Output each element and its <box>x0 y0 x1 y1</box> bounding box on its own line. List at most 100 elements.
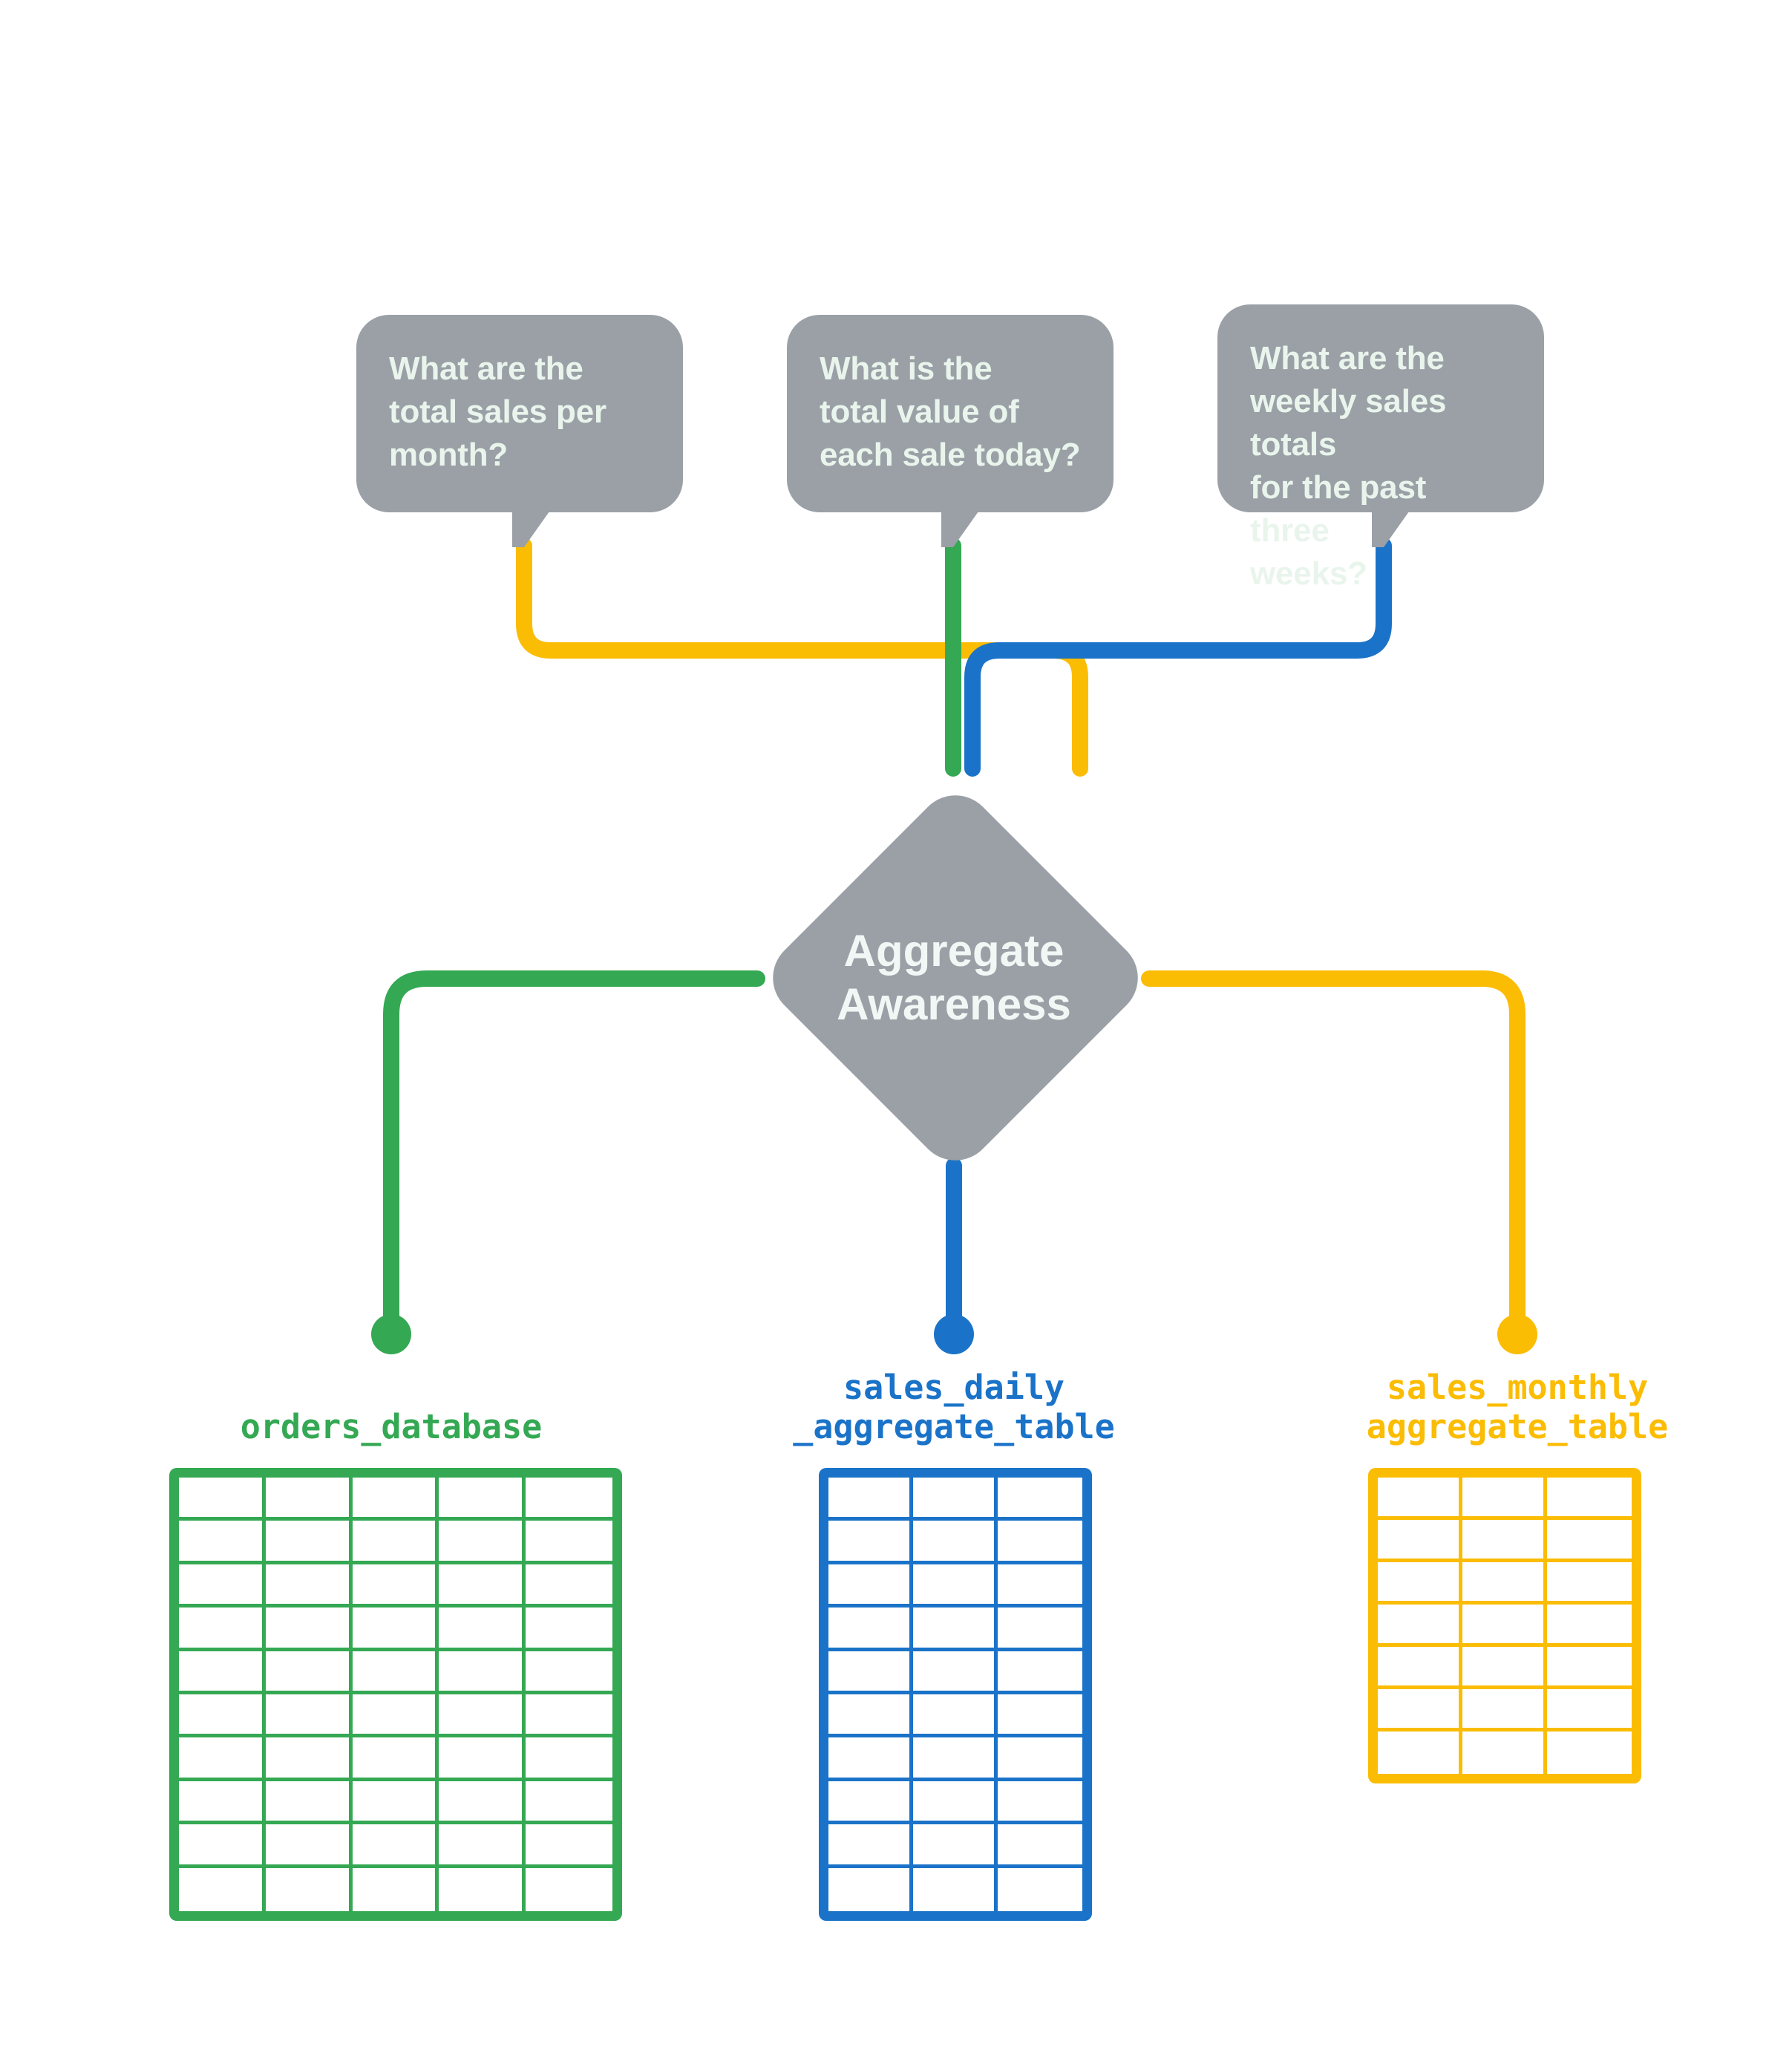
question-bubble-weekly-text: What are the weekly sales totals for the… <box>1250 340 1447 593</box>
table-cell <box>1378 1605 1462 1647</box>
table-cell <box>439 1737 526 1781</box>
table-cell <box>1462 1647 1547 1689</box>
table-cell <box>828 1867 913 1911</box>
question-bubble-weekly[interactable]: What are the weekly sales totals for the… <box>1217 304 1544 592</box>
question-bubble-monthly-tail <box>512 512 549 547</box>
table-cell <box>265 1824 353 1868</box>
table-cell <box>265 1521 353 1564</box>
table-cell <box>1462 1605 1547 1647</box>
table-cell <box>265 1694 353 1738</box>
table-sales-monthly-aggregate-table[interactable] <box>1368 1468 1641 1783</box>
table-cell <box>1547 1731 1632 1774</box>
table-cell <box>913 1694 998 1738</box>
caption-sales-daily-aggregate-table: sales_daily _aggregate_table <box>793 1368 1115 1447</box>
table-cell <box>265 1737 353 1781</box>
table-cell <box>179 1521 266 1564</box>
table-cell <box>1378 1689 1462 1731</box>
table-cell <box>1378 1647 1462 1689</box>
table-cell <box>352 1478 439 1521</box>
table-cell <box>998 1608 1082 1651</box>
table-cell <box>526 1868 612 1911</box>
table-cell <box>828 1478 913 1521</box>
table-cell <box>1547 1478 1632 1520</box>
table-sales-daily-aggregate-table[interactable] <box>819 1468 1092 1921</box>
table-cell <box>998 1824 1082 1868</box>
table-cell <box>352 1781 439 1825</box>
table-cell <box>913 1867 998 1911</box>
question-bubble-daily-tail <box>941 512 978 547</box>
question-bubble-monthly[interactable]: What are the total sales per month? <box>356 315 683 512</box>
table-cell <box>179 1781 266 1825</box>
table-cell <box>352 1651 439 1694</box>
table-cell <box>179 1478 266 1521</box>
table-cell <box>913 1564 998 1608</box>
table-cell <box>998 1737 1082 1781</box>
table-cell <box>265 1478 353 1521</box>
wire-weekly-question <box>964 538 1392 777</box>
table-cell <box>998 1651 1082 1694</box>
table-cell <box>1462 1520 1547 1562</box>
table-cell <box>1462 1689 1547 1731</box>
table-cell <box>179 1651 266 1694</box>
table-cell <box>828 1521 913 1564</box>
table-cell <box>1378 1478 1462 1520</box>
table-cell <box>352 1564 439 1608</box>
table-cell <box>913 1737 998 1781</box>
table-cell <box>998 1781 1082 1825</box>
table-cell <box>352 1694 439 1738</box>
table-cell <box>352 1521 439 1564</box>
table-cell <box>352 1824 439 1868</box>
table-cell <box>526 1608 612 1651</box>
table-orders-database[interactable] <box>169 1468 622 1921</box>
question-bubble-monthly-text: What are the total sales per month? <box>389 350 606 474</box>
table-cell <box>1378 1562 1462 1605</box>
table-cell <box>179 1564 266 1608</box>
table-cell <box>526 1478 612 1521</box>
table-cell <box>179 1737 266 1781</box>
table-cell <box>439 1781 526 1825</box>
question-bubble-daily-text: What is the total value of each sale tod… <box>820 350 1081 474</box>
table-cell <box>913 1608 998 1651</box>
table-cell <box>913 1478 998 1521</box>
table-cell <box>828 1737 913 1781</box>
endpoint-dot-sales-monthly-aggregate-table <box>1497 1314 1537 1354</box>
table-cell <box>1378 1520 1462 1562</box>
table-cell <box>1547 1689 1632 1731</box>
table-cell <box>265 1564 353 1608</box>
table-cell <box>998 1564 1082 1608</box>
table-cell <box>179 1824 266 1868</box>
table-cell <box>353 1867 439 1911</box>
table-cell <box>526 1824 612 1868</box>
table-cell <box>526 1651 612 1694</box>
table-cell <box>352 1608 439 1651</box>
table-cell <box>1462 1562 1547 1605</box>
table-cell <box>1378 1731 1462 1774</box>
table-cell <box>828 1824 913 1868</box>
table-cell <box>998 1868 1082 1911</box>
table-cell <box>526 1781 612 1825</box>
table-cell <box>439 1867 526 1911</box>
table-cell <box>828 1651 913 1694</box>
table-cell <box>439 1694 526 1738</box>
table-cell <box>998 1478 1082 1521</box>
table-cell <box>526 1564 612 1608</box>
table-cell <box>828 1781 913 1825</box>
endpoint-dot-sales-daily-aggregate-table <box>934 1314 974 1354</box>
caption-orders-database: orders_database <box>240 1407 543 1446</box>
wire-sales-monthly-aggregate-table <box>1141 970 1526 1330</box>
table-cell <box>439 1824 526 1868</box>
table-cell <box>439 1478 526 1521</box>
table-cell <box>828 1608 913 1651</box>
table-cell <box>913 1521 998 1564</box>
table-cell <box>913 1651 998 1694</box>
table-cell <box>998 1694 1082 1738</box>
wire-orders-database <box>383 970 765 1330</box>
question-bubble-daily[interactable]: What is the total value of each sale tod… <box>787 315 1114 512</box>
endpoint-dot-orders-database <box>371 1314 411 1354</box>
table-cell <box>265 1781 353 1825</box>
table-cell <box>828 1564 913 1608</box>
table-cell <box>266 1867 353 1911</box>
table-cell <box>439 1651 526 1694</box>
table-cell <box>1547 1562 1632 1605</box>
